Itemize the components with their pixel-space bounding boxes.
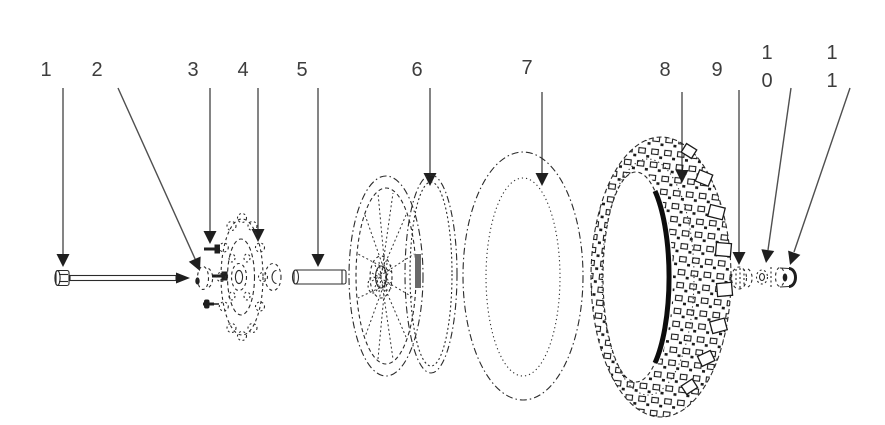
part-1-axle-nut	[54, 269, 70, 287]
part-5-axle-sleeve	[291, 269, 347, 285]
callout-9-label: 9	[711, 59, 722, 81]
callout-1-label: 1	[40, 59, 51, 81]
callout-5-arrowhead	[311, 254, 325, 267]
callout-8-label: 8	[659, 59, 670, 81]
callout-2-arrowhead	[188, 256, 201, 271]
part-bearing-ring	[264, 262, 282, 292]
callout-3-arrowhead	[203, 231, 217, 244]
callout-1: 1	[40, 59, 70, 267]
callout-1-arrowhead	[56, 254, 70, 267]
callout-2: 2	[91, 59, 201, 271]
part-2-spacer-bushing	[195, 265, 214, 291]
callout-6-label: 6	[411, 59, 422, 81]
callout-3-label: 3	[187, 59, 198, 81]
callout-7: 7	[521, 57, 549, 186]
callout-10: 1 0	[761, 42, 792, 263]
part-axle-shaft	[69, 272, 190, 284]
callout-6: 6	[411, 59, 437, 186]
callout-10-label-line1: 1	[761, 42, 772, 64]
callout-4-label: 4	[237, 59, 248, 81]
callout-2-leader-line	[117, 87, 197, 262]
callout-7-label: 7	[521, 57, 532, 79]
callout-11-label-line1: 1	[826, 42, 837, 64]
callout-7-arrowhead	[535, 173, 549, 186]
part-3-screw-top	[204, 244, 220, 254]
callout-11: 1 1	[788, 42, 851, 265]
callout-9-arrowhead	[732, 252, 746, 265]
part-9-nut	[730, 266, 753, 290]
part-8-tire	[590, 136, 734, 418]
part-10-washer	[755, 267, 772, 288]
part-6-wheel-rim	[348, 174, 458, 377]
tire-tread-blocks	[680, 142, 734, 396]
callout-5: 5	[296, 59, 325, 267]
callout-6-arrowhead	[423, 173, 437, 186]
callout-10-label-line2: 0	[761, 70, 772, 92]
callout-11-label-line2: 1	[826, 70, 837, 92]
callout-10-leader-line	[767, 87, 792, 251]
callout-11-arrowhead	[788, 250, 801, 265]
callout-9: 9	[711, 59, 746, 265]
part-11-cap-nut	[774, 266, 797, 288]
tire-bead-shadow	[652, 189, 672, 365]
part-4-sprocket	[215, 212, 269, 342]
callout-10-arrowhead	[761, 249, 775, 263]
callout-4: 4	[237, 59, 265, 242]
callout-11-leader-line	[793, 87, 851, 253]
wheel-spokes	[357, 192, 415, 360]
part-3-screw-bottom	[203, 299, 219, 309]
callout-3: 3	[187, 59, 217, 244]
callout-2-label: 2	[91, 59, 102, 81]
callout-5-label: 5	[296, 59, 307, 81]
tire-tread-pattern	[591, 137, 731, 417]
rim-valve-slot	[415, 254, 421, 288]
callout-4-arrowhead	[251, 229, 265, 242]
part-7-inner-tube	[462, 151, 584, 401]
